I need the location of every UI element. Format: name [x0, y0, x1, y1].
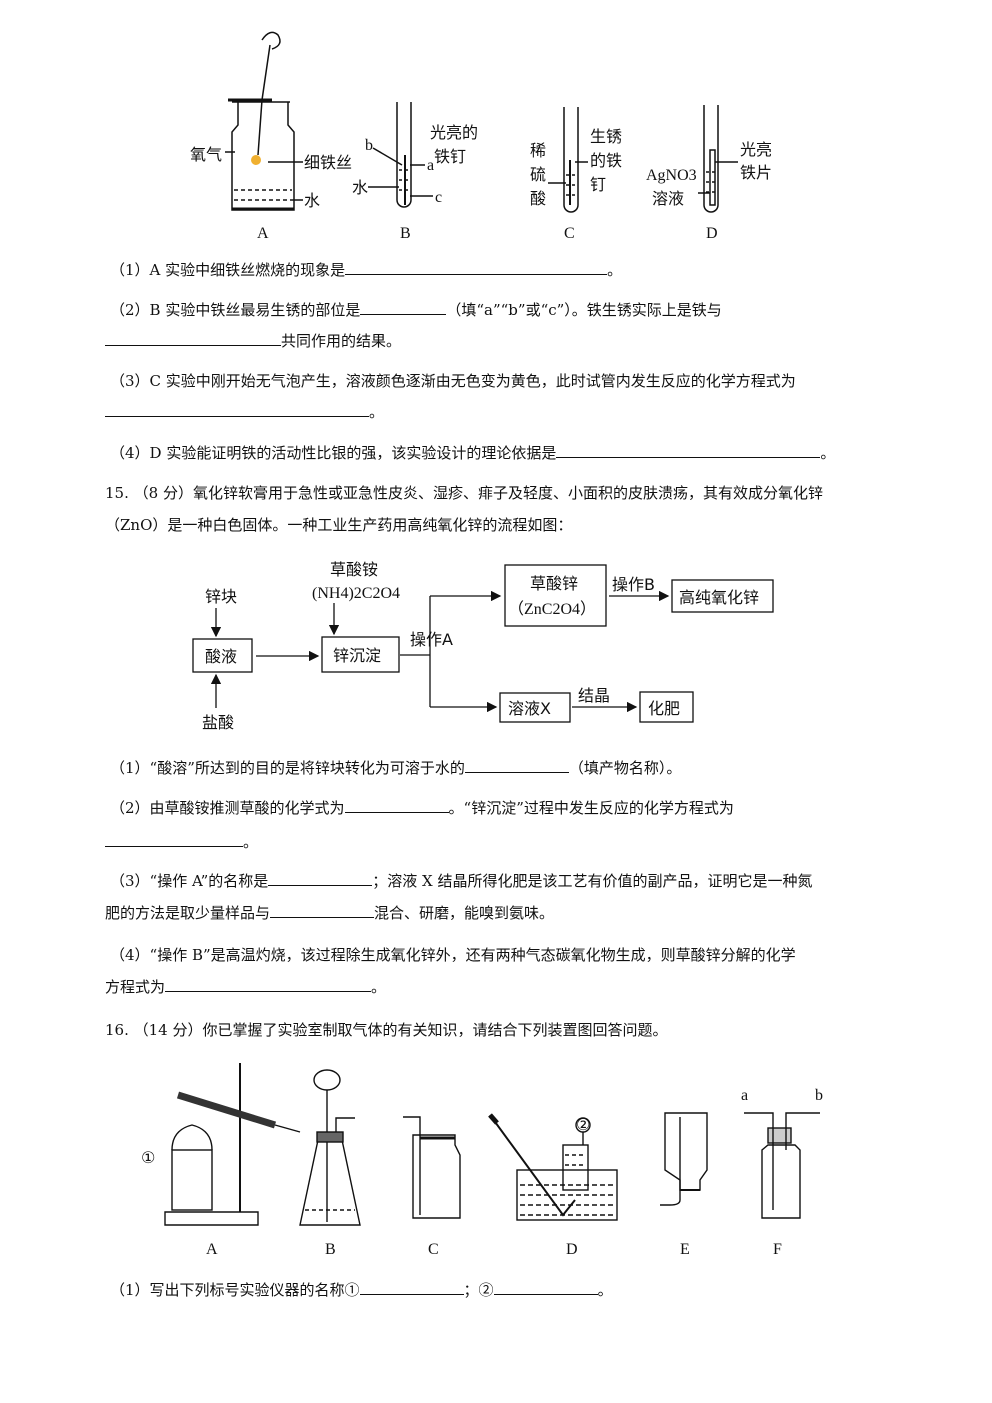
- answer-blank[interactable]: [270, 903, 375, 918]
- label-oxygen: 氧气: [190, 145, 222, 164]
- q15-part3-cont: 肥的方法是取少量样品与混合、研磨，能嗅到氨味。: [105, 903, 555, 922]
- label-a: a: [427, 157, 434, 174]
- test-tube-b: [396, 102, 412, 208]
- flow-ammonium-oxalate: 草酸铵: [330, 560, 378, 579]
- question-number: 15.: [105, 484, 129, 502]
- q16-part1: （1）写出下列标号实验仪器的名称①；②。: [110, 1280, 613, 1299]
- label-acid-3: 酸: [530, 189, 546, 208]
- label-rusty-3: 钉: [590, 175, 606, 194]
- caption-a: A: [257, 225, 269, 242]
- label-acid-1: 稀: [530, 141, 546, 160]
- caption-c: C: [428, 1241, 439, 1258]
- label-water-b: 水: [352, 178, 368, 197]
- q14-part4: （4）D 实验能证明铁的活动性比银的强，该实验设计的理论依据是。: [110, 443, 836, 462]
- answer-blank[interactable]: [464, 758, 569, 773]
- q14-part3-cont: 。: [105, 402, 384, 422]
- q15-part1: （1）“酸溶”所达到的目的是将锌块转化为可溶于水的（填产物名称）。: [110, 758, 682, 777]
- flow-box-acid: 酸液: [205, 647, 237, 666]
- answer-blank[interactable]: [165, 977, 372, 992]
- iron-experiments-figure: 氧气 细铁丝 水 b 光亮的 铁钉 a 水 c 稀 硫 酸 生锈 的铁 钉 Ag…: [190, 31, 772, 242]
- q14-part1: （1）A 实验中细铁丝燃烧的现象是。: [110, 260, 623, 279]
- q14-part2-cont: 共同作用的结果。: [105, 331, 401, 351]
- label-water-a: 水: [304, 191, 320, 210]
- label-port-b: b: [815, 1087, 823, 1104]
- caption-a: A: [206, 1241, 218, 1258]
- caption-d: D: [566, 1241, 578, 1258]
- flow-box-solution-x: 溶液X: [508, 699, 551, 718]
- caption-d: D: [706, 225, 718, 242]
- flow-box-zinc-oxalate: 草酸锌: [530, 574, 578, 593]
- q16-intro: 16. （14 分）你已掌握了实验室制取气体的有关知识，请结合下列装置图回答问题…: [105, 1021, 668, 1039]
- answer-blank[interactable]: [105, 331, 281, 346]
- q15-intro-cont: （ZnO）是一种白色固体。一种工业生产药用高纯氧化锌的流程如图：: [105, 516, 573, 534]
- label-solution: 溶液: [652, 189, 684, 208]
- q15-intro: 15. （8 分）氧化锌软膏用于急性或亚急性皮炎、湿疹、痱子及轻度、小面积的皮肤…: [105, 484, 823, 502]
- caption-b: B: [325, 1241, 336, 1258]
- label-agno3: AgNO3: [646, 167, 697, 184]
- flow-box-fertilizer: 化肥: [648, 699, 680, 718]
- q15-part2-cont: 。: [105, 832, 258, 852]
- flow-hcl: 盐酸: [202, 713, 234, 732]
- answer-blank[interactable]: [556, 443, 821, 458]
- answer-blank[interactable]: [360, 300, 447, 315]
- test-tube-c: [563, 107, 579, 213]
- gas-apparatus-figure: ① ② a b A B C D E F: [141, 1063, 823, 1258]
- flow-crystallize: 结晶: [578, 686, 610, 705]
- label-rusty-1: 生锈: [590, 127, 622, 146]
- iron-wire: [257, 44, 271, 156]
- flow-operation-a: 操作A: [410, 630, 453, 649]
- label-iron-plate: 铁片: [740, 163, 772, 182]
- answer-blank[interactable]: [268, 871, 373, 886]
- label-b: b: [365, 137, 373, 154]
- answer-blank[interactable]: [344, 798, 449, 813]
- caption-f: F: [773, 1241, 782, 1258]
- answer-blank[interactable]: [105, 402, 369, 417]
- answer-blank[interactable]: [359, 1280, 464, 1295]
- q15-part4-cont: 方程式为。: [105, 977, 387, 996]
- flow-operation-b: 操作B: [612, 575, 655, 594]
- label-nail-1: 铁钉: [434, 147, 466, 166]
- zinc-oxide-flowchart: 锌块 酸液 盐酸 草酸铵 (NH4)2C2O4 锌沉淀 操作A 草酸锌 （ZnC…: [192, 560, 774, 732]
- answer-blank[interactable]: [105, 832, 243, 847]
- caption-e: E: [680, 1241, 690, 1258]
- label-fine-iron-wire: 细铁丝: [304, 153, 352, 172]
- test-tube-d: [703, 105, 719, 213]
- question-number: 16.: [105, 1021, 129, 1039]
- flow-zinc-block: 锌块: [205, 587, 237, 606]
- q15-part3: （3）“操作 A”的名称是；溶液 X 结晶所得化肥是该工艺有价值的副产品，证明它…: [110, 871, 813, 890]
- label-instrument-1: ①: [141, 1148, 155, 1167]
- label-rusty-2: 的铁: [590, 151, 622, 170]
- flow-box-zinc-precipitation: 锌沉淀: [333, 646, 381, 665]
- flow-box-zinc-oxide: 高纯氧化锌: [679, 588, 759, 607]
- caption-b: B: [400, 225, 411, 242]
- q15-part4: （4）“操作 B”是高温灼烧，该过程除生成氧化锌外，还有两种气态碳氧化物生成，则…: [110, 946, 796, 964]
- answer-blank[interactable]: [345, 260, 608, 275]
- q14-part2: （2）B 实验中铁丝最易生锈的部位是（填“a”“b”或“c”）。铁生锈实际上是铁…: [110, 300, 722, 319]
- q14-part3: （3）C 实验中刚开始无气泡产生，溶液颜色逐渐由无色变为黄色，此时试管内发生反应…: [110, 372, 796, 390]
- caption-c: C: [564, 225, 575, 242]
- flow-oxalate-formula: (NH4)2C2O4: [312, 585, 400, 602]
- flow-zinc-oxalate-formula: （ZnC2O4）: [508, 600, 596, 618]
- label-bright-1: 光亮的: [430, 123, 478, 142]
- label-c: c: [435, 189, 442, 206]
- q15-part2: （2）由草酸铵推测草酸的化学式为。“锌沉淀”过程中发生反应的化学方程式为: [110, 798, 734, 817]
- label-acid-2: 硫: [530, 165, 546, 184]
- answer-blank[interactable]: [493, 1280, 598, 1295]
- label-bright-2: 光亮: [740, 140, 772, 159]
- label-instrument-2: ②: [576, 1115, 590, 1134]
- label-port-a: a: [741, 1087, 748, 1104]
